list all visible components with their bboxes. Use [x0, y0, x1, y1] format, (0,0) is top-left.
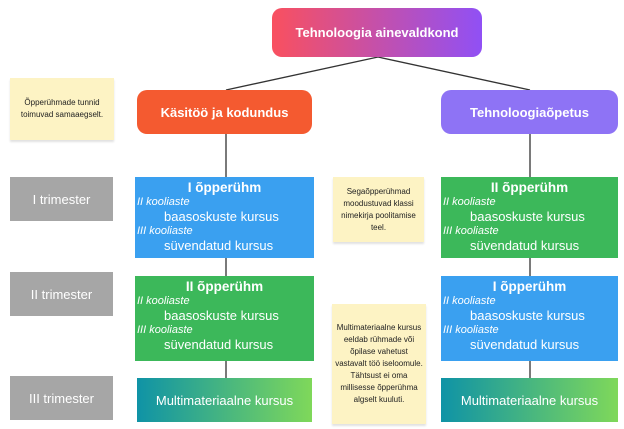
stage-label: III kooliaste — [443, 324, 499, 336]
course-label: süvendatud kursus — [164, 238, 274, 253]
note-mixed-groups: Segaõpperühmad moodustuvad klassi nimeki… — [333, 177, 424, 242]
root-node: Tehnoloogia ainevaldkond — [272, 8, 482, 57]
trimester-1-label: I trimester — [10, 177, 113, 221]
trimester-2-label: II trimester — [10, 272, 113, 316]
group-title: II õpperühm — [490, 180, 569, 195]
group-title: I õpperühm — [492, 279, 567, 294]
trimester-3-label: III trimester — [10, 376, 113, 420]
craft-t1-group: I õpperühm II kooliaste baasoskuste kurs… — [135, 177, 314, 258]
stage-label: II kooliaste — [443, 196, 496, 208]
course-label: süvendatud kursus — [470, 238, 580, 253]
tech-t3-multimaterial: Multimateriaalne kursus — [441, 378, 618, 422]
course-label: baasoskuste kursus — [470, 209, 585, 224]
group-title: II õpperühm — [185, 279, 264, 294]
course-label: baasoskuste kursus — [164, 308, 279, 323]
craft-t2-group: II õpperühm II kooliaste baasoskuste kur… — [135, 276, 314, 361]
course-label: baasoskuste kursus — [164, 209, 279, 224]
stage-label: III kooliaste — [137, 225, 193, 237]
course-label: süvendatud kursus — [470, 337, 580, 352]
note-multimaterial: Multimateriaalne kursus eeldab rühmade v… — [332, 304, 426, 424]
stage-label: III kooliaste — [137, 324, 193, 336]
stage-label: II kooliaste — [137, 295, 190, 307]
branch-technology: Tehnoloogiaõpetus — [441, 90, 618, 134]
tech-t1-group: II õpperühm II kooliaste baasoskuste kur… — [441, 177, 618, 258]
stage-label: III kooliaste — [443, 225, 499, 237]
group-title: I õpperühm — [187, 180, 262, 195]
branch-craft: Käsitöö ja kodundus — [137, 90, 312, 134]
craft-t3-multimaterial: Multimateriaalne kursus — [137, 378, 312, 422]
course-label: süvendatud kursus — [164, 337, 274, 352]
tech-t2-group: I õpperühm II kooliaste baasoskuste kurs… — [441, 276, 618, 361]
note-simultaneous: Õpperühmade tunnid toimuvad samaaegselt. — [10, 78, 114, 140]
course-label: baasoskuste kursus — [470, 308, 585, 323]
stage-label: II kooliaste — [443, 295, 496, 307]
stage-label: II kooliaste — [137, 196, 190, 208]
